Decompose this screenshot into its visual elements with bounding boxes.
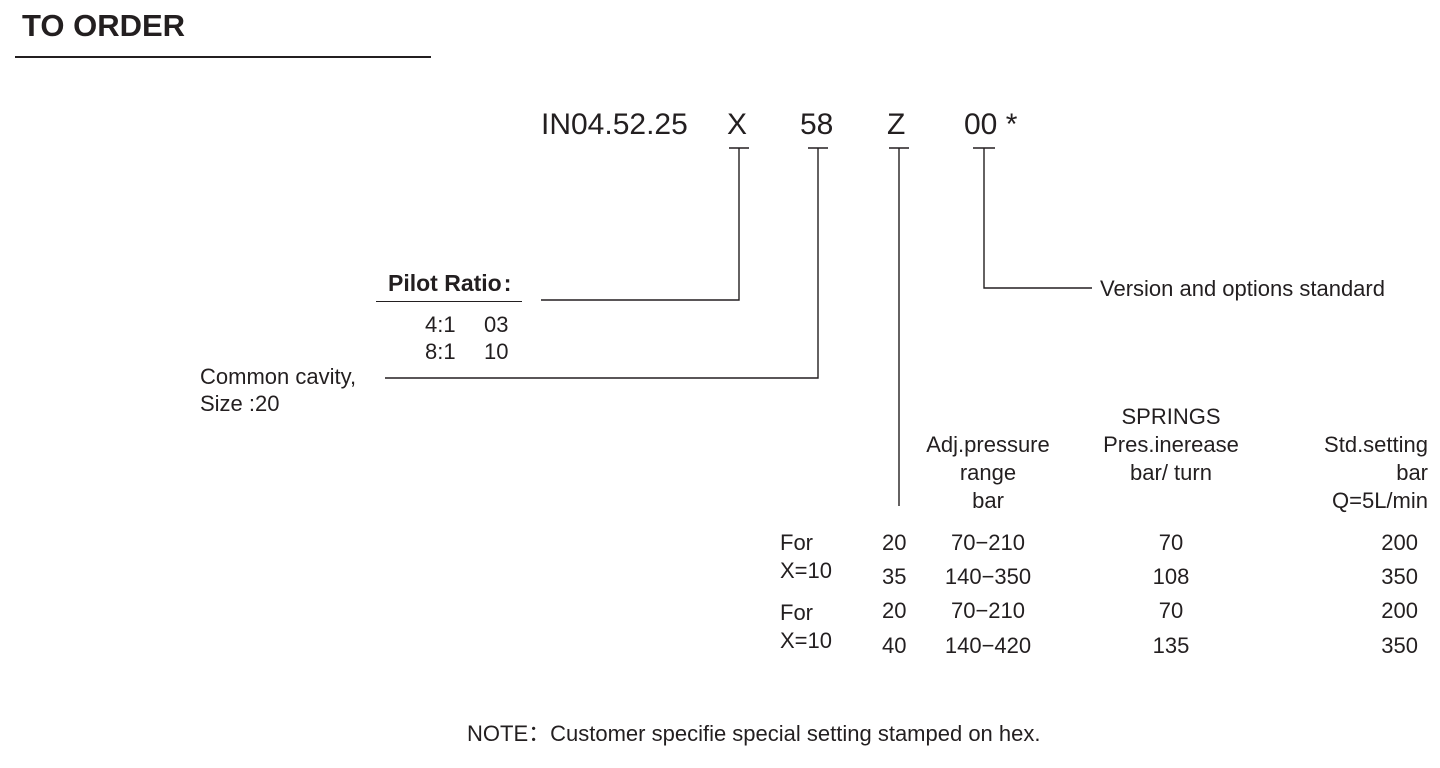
pilot-ratio-option-code: 03: [484, 312, 509, 337]
row-setting: 350: [1381, 564, 1418, 589]
row-increase: 70: [1158, 530, 1184, 555]
pilot-leader: [541, 148, 740, 301]
version-leader: [983, 148, 1092, 289]
header-range-line1: Adj.pressure: [926, 432, 1050, 457]
group-label-line2: X=10: [780, 558, 832, 583]
row-setting: 350: [1381, 633, 1418, 658]
pilot-ratio-heading: Pilot Ratio:: [388, 272, 511, 295]
note-text: Customer specifie special setting stampe…: [550, 721, 1041, 746]
row-code: 35: [882, 564, 907, 589]
pilot-ratio-option-code: 10: [484, 339, 509, 364]
header-increase-line3: bar/ turn: [1130, 460, 1212, 485]
row-range: 70−210: [950, 598, 1026, 623]
row-range: 70−210: [950, 530, 1026, 555]
pilot-ratio-option-ratio: 4:1: [425, 312, 456, 337]
row-increase: 108: [1152, 564, 1190, 589]
row-code: 20: [882, 598, 907, 623]
header-setting-line2: bar: [1396, 460, 1428, 485]
header-range-line2: range: [959, 460, 1017, 485]
group-label-line1: For: [780, 530, 813, 555]
header-setting-line1: Std.setting: [1324, 432, 1428, 457]
note-prefix: NOTE：: [467, 721, 551, 746]
header-range-line3: bar: [972, 488, 1004, 513]
cavity-label-line1: Common cavity,: [200, 364, 357, 389]
code-cavity: 58: [800, 108, 834, 141]
code-version: 00 *: [964, 108, 1018, 141]
version-label: Version and options standard: [1100, 276, 1385, 301]
cavity-leader: [385, 148, 819, 379]
title-underline: [15, 56, 431, 58]
group-label-line1: For: [780, 600, 813, 625]
cavity-label-line2: Size :20: [200, 391, 280, 416]
row-setting: 200: [1381, 530, 1418, 555]
row-code: 40: [882, 633, 907, 658]
pilot-ratio-colon: :: [503, 270, 512, 296]
header-setting-line3: Q=5L/min: [1332, 488, 1428, 513]
pilot-ratio-heading-text: Pilot Ratio: [388, 270, 502, 296]
group-label-line2: X=10: [780, 628, 832, 653]
row-range: 140−420: [944, 633, 1032, 658]
code-pilot: X: [727, 108, 748, 141]
row-increase: 70: [1158, 598, 1184, 623]
pilot-ratio-underline: [376, 301, 522, 302]
row-code: 20: [882, 530, 907, 555]
page-title: TO ORDER: [22, 8, 186, 43]
header-increase-line2: Pres.inerease: [1103, 432, 1239, 457]
header-increase-line1: SPRINGS: [1121, 404, 1221, 429]
row-setting: 200: [1381, 598, 1418, 623]
pilot-ratio-option-ratio: 8:1: [425, 339, 456, 364]
code-base: IN04.52.25: [541, 108, 688, 141]
note: NOTE：Customer specifie special setting s…: [467, 723, 1040, 745]
code-spring: Z: [887, 108, 906, 141]
row-range: 140−350: [944, 564, 1032, 589]
row-increase: 135: [1152, 633, 1190, 658]
